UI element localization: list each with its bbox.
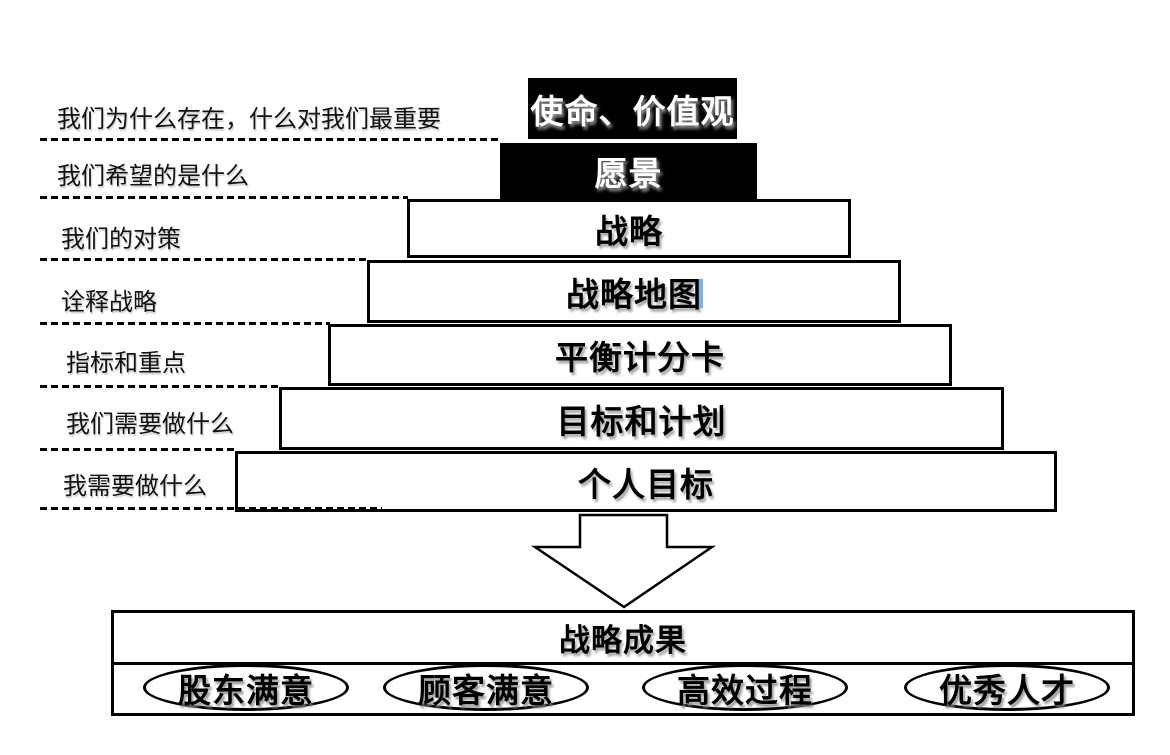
question-label-mission: 我们为什么存在，什么对我们最重要 xyxy=(57,106,441,133)
question-label-goals: 我们需要做什么 xyxy=(66,411,234,438)
question-label-personal: 我需要做什么 xyxy=(63,473,207,500)
dashed-divider-1 xyxy=(40,138,500,141)
dashed-divider-5 xyxy=(40,385,279,388)
pyramid-box-goals-plans: 目标和计划 xyxy=(279,387,1004,450)
question-label-strategy: 我们的对策 xyxy=(61,226,181,253)
pyramid-box-balanced-scorecard: 平衡计分卡 xyxy=(328,324,952,386)
dashed-divider-7 xyxy=(40,507,382,510)
down-arrow-icon xyxy=(530,513,717,609)
pyramid-box-strategy: 战略 xyxy=(407,199,851,258)
pyramid-box-vision: 愿景 xyxy=(500,143,757,199)
dashed-divider-4 xyxy=(40,322,330,325)
result-ellipse-customer: 顾客满意 xyxy=(383,664,589,711)
results-title: 战略成果 xyxy=(114,613,1132,665)
dashed-divider-2 xyxy=(40,196,408,199)
question-label-scorecard: 指标和重点 xyxy=(66,350,186,377)
pyramid-box-strategy-map: 战略地图 xyxy=(367,260,901,323)
result-ellipse-process: 高效过程 xyxy=(642,664,848,711)
pyramid-box-mission-values: 使命、价值观 xyxy=(528,78,737,139)
pyramid-box-personal-goals: 个人目标 xyxy=(235,451,1057,512)
result-ellipse-shareholder: 股东满意 xyxy=(143,664,349,711)
text-caret[interactable] xyxy=(699,279,703,308)
question-label-map: 诠释战略 xyxy=(61,289,157,316)
question-label-vision: 我们希望的是什么 xyxy=(57,163,249,190)
result-ellipse-talent: 优秀人才 xyxy=(904,664,1110,711)
dashed-divider-6 xyxy=(40,448,237,451)
dashed-divider-3 xyxy=(40,258,368,261)
